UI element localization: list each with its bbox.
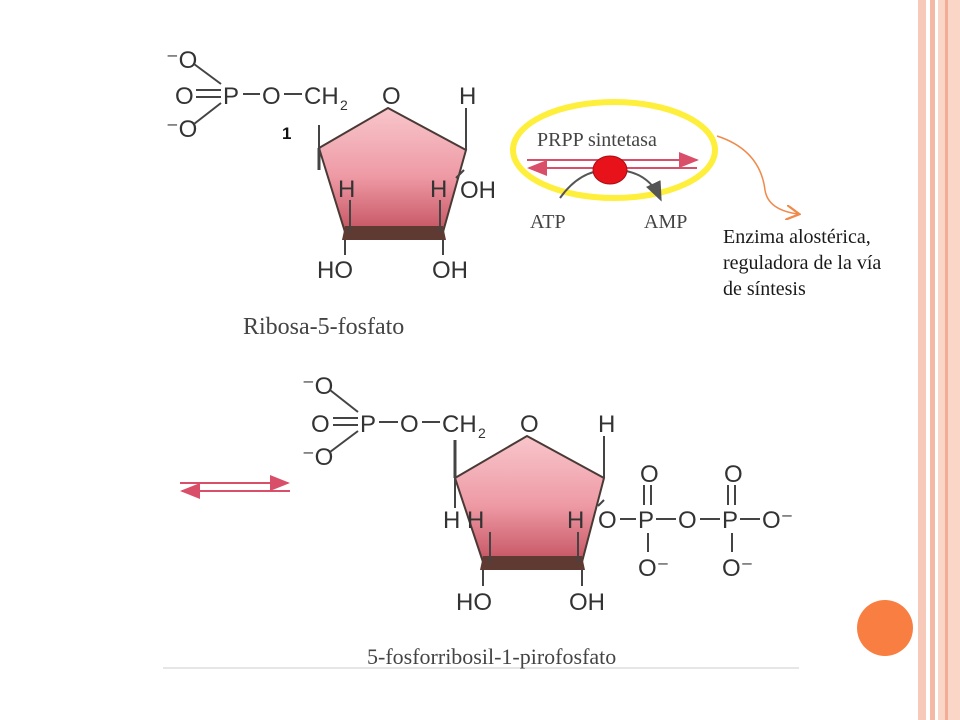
phosphorus-2-oxygen-bottom: O⁻ <box>722 555 753 582</box>
phosphate-oxygen-double: O <box>311 411 330 438</box>
step-number-label: 1 <box>282 124 292 143</box>
bond <box>193 102 222 125</box>
accent-circle <box>857 600 913 656</box>
reversible-reaction-arrows <box>180 475 290 499</box>
pyrophosphate-bridge-oxygen-2: O <box>678 507 697 534</box>
ribose-5-phosphate-structure: ⁻O O ⁻O P O CH 2 O H <box>166 47 496 340</box>
hydrogen-c1: H <box>598 411 615 438</box>
compound-name-ribose-5-phosphate: Ribosa-5-fosfato <box>243 314 404 340</box>
ch2-group: CH <box>442 411 477 438</box>
phosphate-oxygen-bottom: ⁻O <box>166 116 197 143</box>
phosphate-oxygen-double: O <box>175 83 194 110</box>
annotation-line: de síntesis <box>723 278 806 300</box>
enzyme-annotation: PRPP sintetasa ATP AMP <box>510 99 798 233</box>
hydroxyl-c2: OH <box>569 589 605 616</box>
ch2-subscript: 2 <box>340 97 348 113</box>
bond <box>329 389 359 413</box>
ring-face <box>317 106 468 233</box>
phosphorus-1-oxygen-bottom: O⁻ <box>638 555 669 582</box>
ch2-group: CH <box>304 83 339 110</box>
phosphorus-atom: P <box>360 411 376 438</box>
phosphate-group: ⁻O O ⁻O P O CH 2 <box>166 47 348 143</box>
enzyme-name: PRPP sintetasa <box>537 129 657 151</box>
hydrogen-c2: H <box>430 176 447 203</box>
hydrogen-c1: H <box>459 83 476 110</box>
hydrogen-c4: H <box>443 507 460 534</box>
figure-background <box>163 20 799 670</box>
ester-oxygen: O <box>400 411 419 438</box>
ring-oxygen: O <box>520 411 539 438</box>
ribose-ring: O H H H OH HO OH <box>317 83 496 284</box>
ribose-ring: O H H H H HO OH <box>443 411 615 616</box>
ch2-subscript: 2 <box>478 425 486 441</box>
bond <box>455 169 465 179</box>
hydroxyl-c3: HO <box>456 589 492 616</box>
pyrophosphate-bridge-oxygen-1: O <box>598 507 617 534</box>
phosphate-group: ⁻O O ⁻O P O CH 2 <box>302 373 486 471</box>
ring-face <box>453 434 606 563</box>
hydroxyl-c1: OH <box>460 177 496 204</box>
bond <box>193 63 222 85</box>
phosphate-oxygen-top: ⁻O <box>166 47 197 74</box>
pyrophosphate-phosphorus-2: P <box>722 507 738 534</box>
enzyme-annotation-text: Enzima alostérica, reguladora de la vía … <box>723 224 955 302</box>
annotation-pointer-arrow <box>716 135 798 214</box>
slide-border-stripe <box>938 0 960 720</box>
pyrophosphate-phosphorus-1: P <box>638 507 654 534</box>
bond <box>329 430 359 453</box>
slide-border-stripe <box>918 0 926 720</box>
ring-bold-edge <box>480 556 585 570</box>
slide-border-stripe <box>930 0 935 720</box>
annotation-line: reguladora de la vía <box>723 252 882 274</box>
phosphorus-1-oxygen-top: O <box>640 461 659 488</box>
hydrogen-c3: H <box>338 176 355 203</box>
annotation-line: Enzima alostérica, <box>723 226 871 248</box>
phosphorus-2-oxygen-top: O <box>724 461 743 488</box>
pyrophosphate-group: O P O P O⁻ O O O⁻ O⁻ <box>597 461 793 582</box>
ester-oxygen: O <box>262 83 281 110</box>
phosphate-oxygen-top: ⁻O <box>302 373 333 400</box>
slide-border-stripe <box>945 0 948 720</box>
hydrogen-c3: H <box>467 507 484 534</box>
hydroxyl-c3: HO <box>317 257 353 284</box>
enzyme-marker-dot <box>592 155 628 185</box>
amp-label: AMP <box>644 211 687 233</box>
enzyme-highlight-ellipse <box>510 99 718 201</box>
prpp-structure: ⁻O O ⁻O P O CH 2 O H <box>163 373 799 669</box>
ring-oxygen: O <box>382 83 401 110</box>
ring-bold-edge <box>342 226 446 240</box>
compound-name-prpp: 5-fosforribosil-1-pirofosfato <box>367 644 616 669</box>
hydroxyl-c2: OH <box>432 257 468 284</box>
atp-label: ATP <box>530 211 566 233</box>
pyrophosphate-terminal-oxygen: O⁻ <box>762 507 793 534</box>
phosphate-oxygen-bottom: ⁻O <box>302 444 333 471</box>
hydrogen-c2: H <box>567 507 584 534</box>
phosphorus-atom: P <box>223 83 239 110</box>
bond <box>597 499 605 507</box>
